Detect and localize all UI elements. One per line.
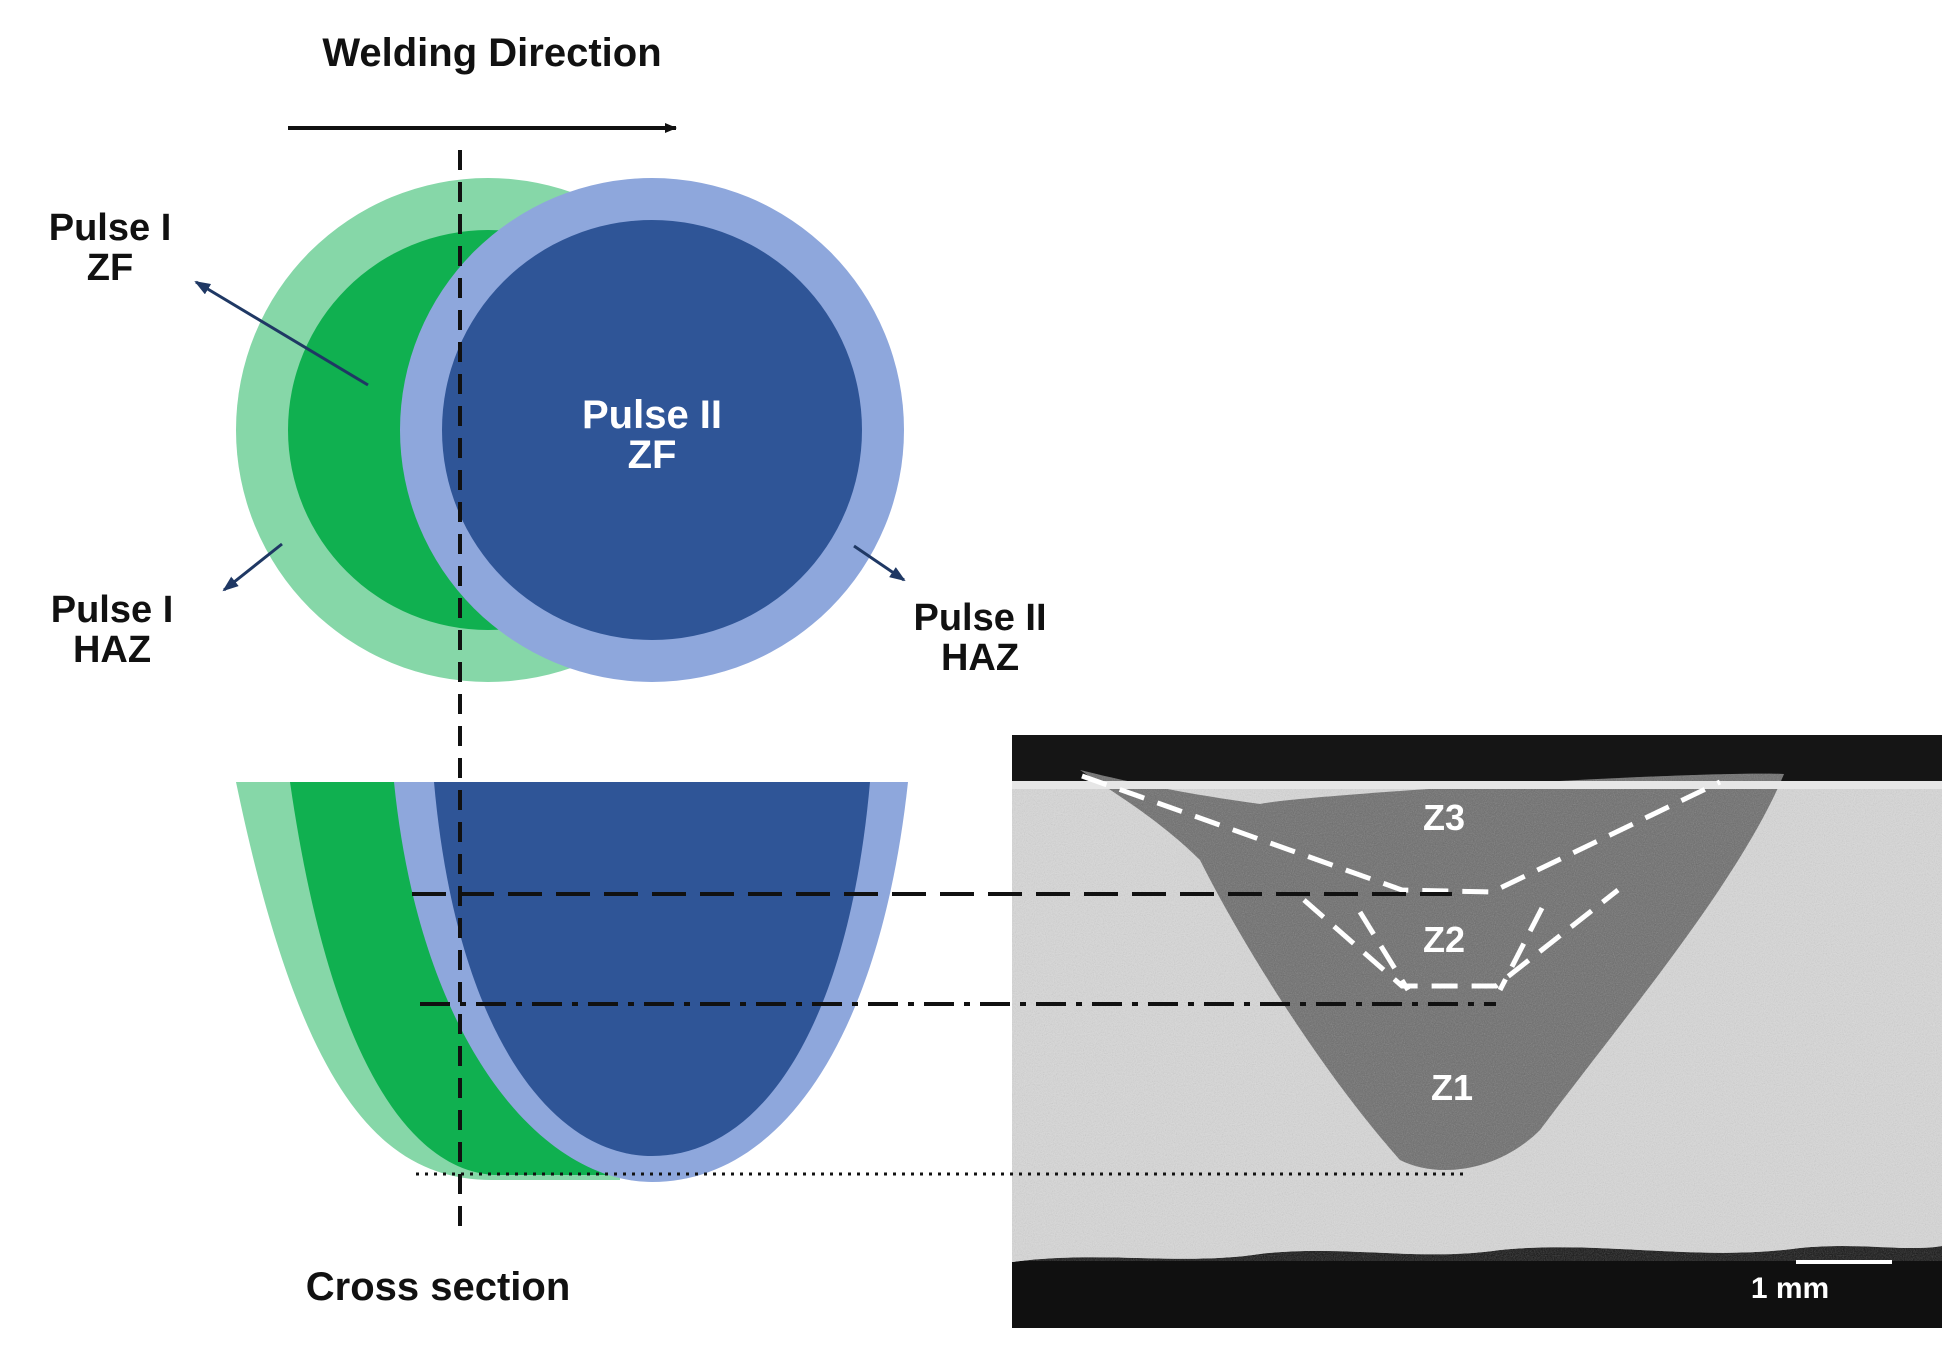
pulse1-haz-pointer-arrow bbox=[222, 542, 283, 592]
zone-z3-label: Z3 bbox=[1423, 797, 1465, 838]
pulse1-zf-pointer-arrow bbox=[194, 280, 369, 387]
pulse1-haz-label-line1: Pulse I bbox=[51, 589, 174, 631]
top-view-pulses bbox=[236, 178, 904, 682]
zone-boundaries bbox=[1081, 773, 1722, 989]
pulse1-zf-label-line2: ZF bbox=[87, 247, 133, 289]
zone-boundaries-secondary bbox=[1357, 906, 1545, 992]
pulse1-zf-label-line1: Pulse I bbox=[49, 207, 172, 249]
scale-bar-label: 1 mm bbox=[1751, 1272, 1829, 1305]
pulse2-zf-section bbox=[434, 782, 870, 1156]
weld-micrograph: Z3 Z2 Z1 1 mm bbox=[1012, 735, 1942, 1328]
pulse1-haz-label-line2: HAZ bbox=[73, 629, 151, 671]
pulse2-haz-label-line1: Pulse II bbox=[913, 597, 1046, 639]
pulse2-zf-label-line1: Pulse II bbox=[582, 393, 722, 437]
zone-z1-label: Z1 bbox=[1431, 1067, 1473, 1108]
pulse2-haz-pointer-arrow bbox=[853, 544, 906, 582]
cross-section-label: Cross section bbox=[306, 1265, 571, 1309]
pulse2-haz-label-line2: HAZ bbox=[941, 637, 1019, 679]
zone-z2-label: Z2 bbox=[1423, 919, 1465, 960]
pulse2-zf-label-line2: ZF bbox=[628, 433, 677, 477]
cross-section-schematic bbox=[236, 782, 908, 1182]
welding-direction-label: Welding Direction bbox=[322, 31, 661, 75]
pulse2-zf-circle bbox=[442, 220, 862, 640]
